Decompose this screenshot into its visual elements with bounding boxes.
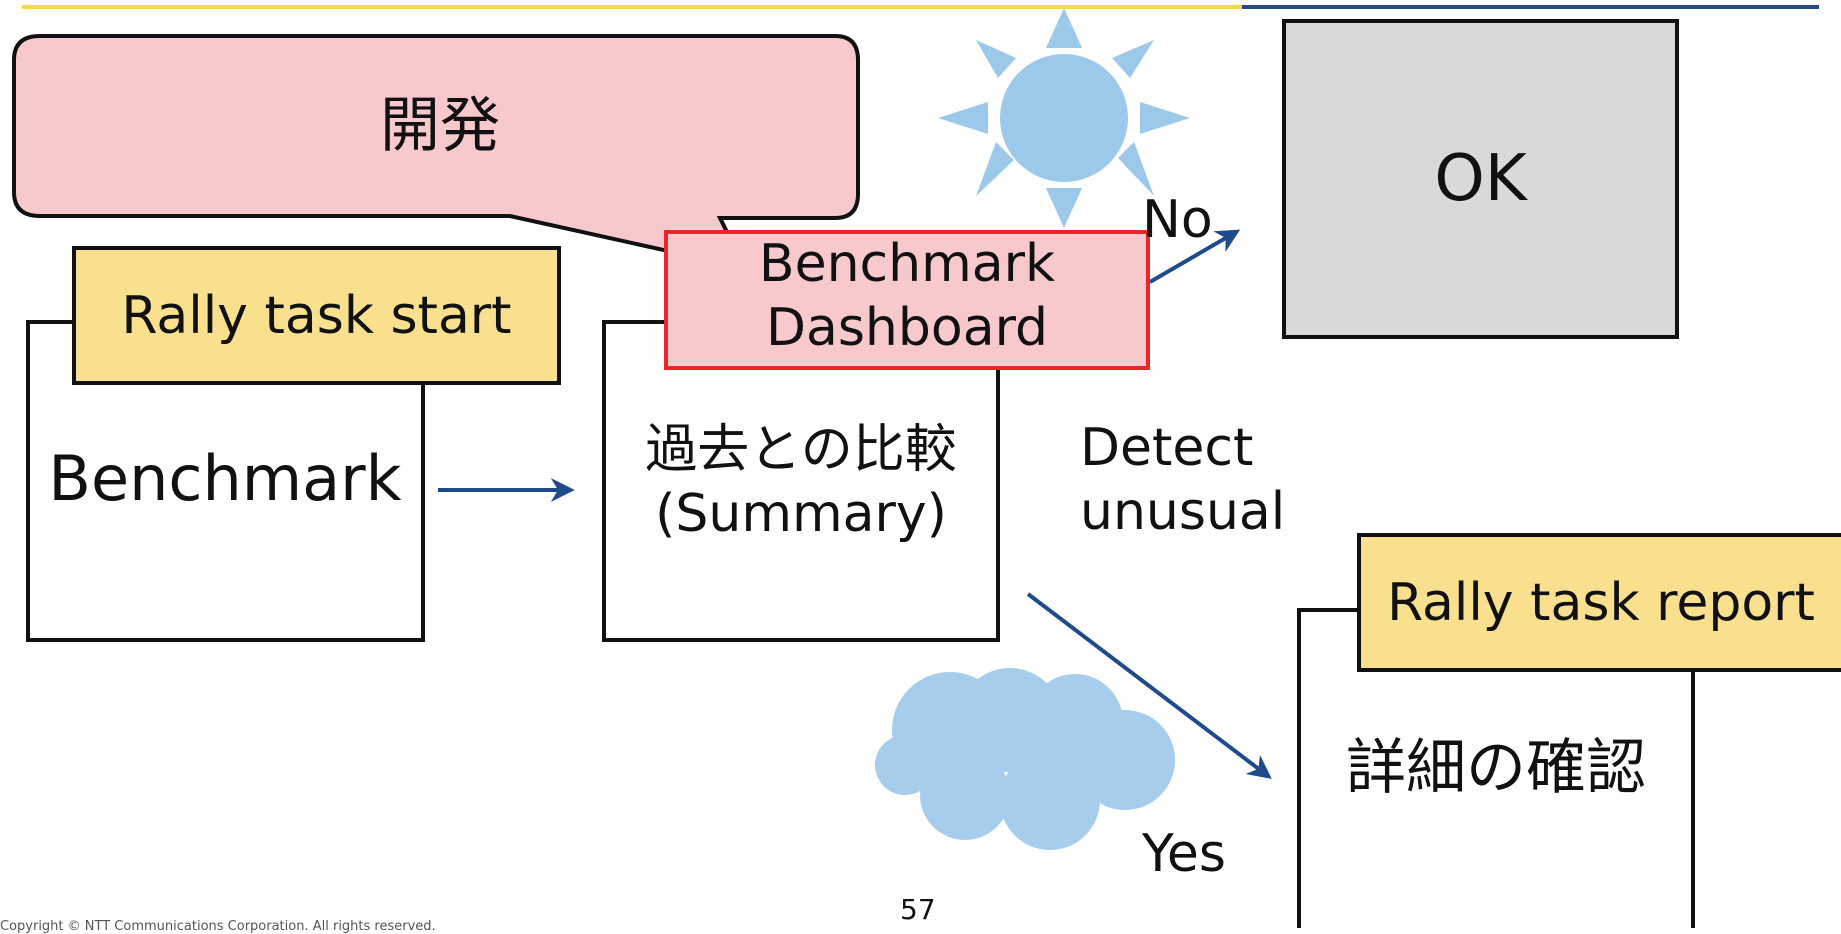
callout-label: 開発 (380, 90, 500, 161)
summary-box (602, 320, 1000, 642)
sun-icon (938, 8, 1190, 228)
summary-line2: (Summary) (655, 484, 947, 544)
page-number: 57 (900, 893, 936, 926)
dashboard-tag-line1: Benchmark (758, 234, 1056, 294)
summary-line1: 過去との比較 (645, 419, 957, 480)
cloud-icon (875, 668, 1175, 850)
decision-line1: Detect (1080, 418, 1254, 478)
yes-label: Yes (1142, 824, 1226, 884)
dashboard-tag-line2: Dashboard (765, 298, 1049, 358)
rally-task-start-tag: Rally task start (72, 246, 561, 385)
header-rule-blue (1242, 5, 1819, 9)
ok-box: OK (1282, 19, 1679, 339)
copyright: Copyright © NTT Communications Corporati… (0, 919, 436, 934)
no-label: No (1142, 190, 1213, 250)
detail-label: 詳細の確認 (1346, 732, 1646, 803)
arrow-yes (1026, 592, 1272, 779)
rally-task-report-tag: Rally task report (1357, 533, 1841, 672)
decision-line2: unusual (1080, 482, 1286, 542)
header-rule-yellow (22, 5, 1242, 9)
benchmark-dashboard-tag (664, 230, 1150, 370)
arrow-no (1148, 229, 1241, 284)
benchmark-label: Benchmark (48, 441, 402, 515)
